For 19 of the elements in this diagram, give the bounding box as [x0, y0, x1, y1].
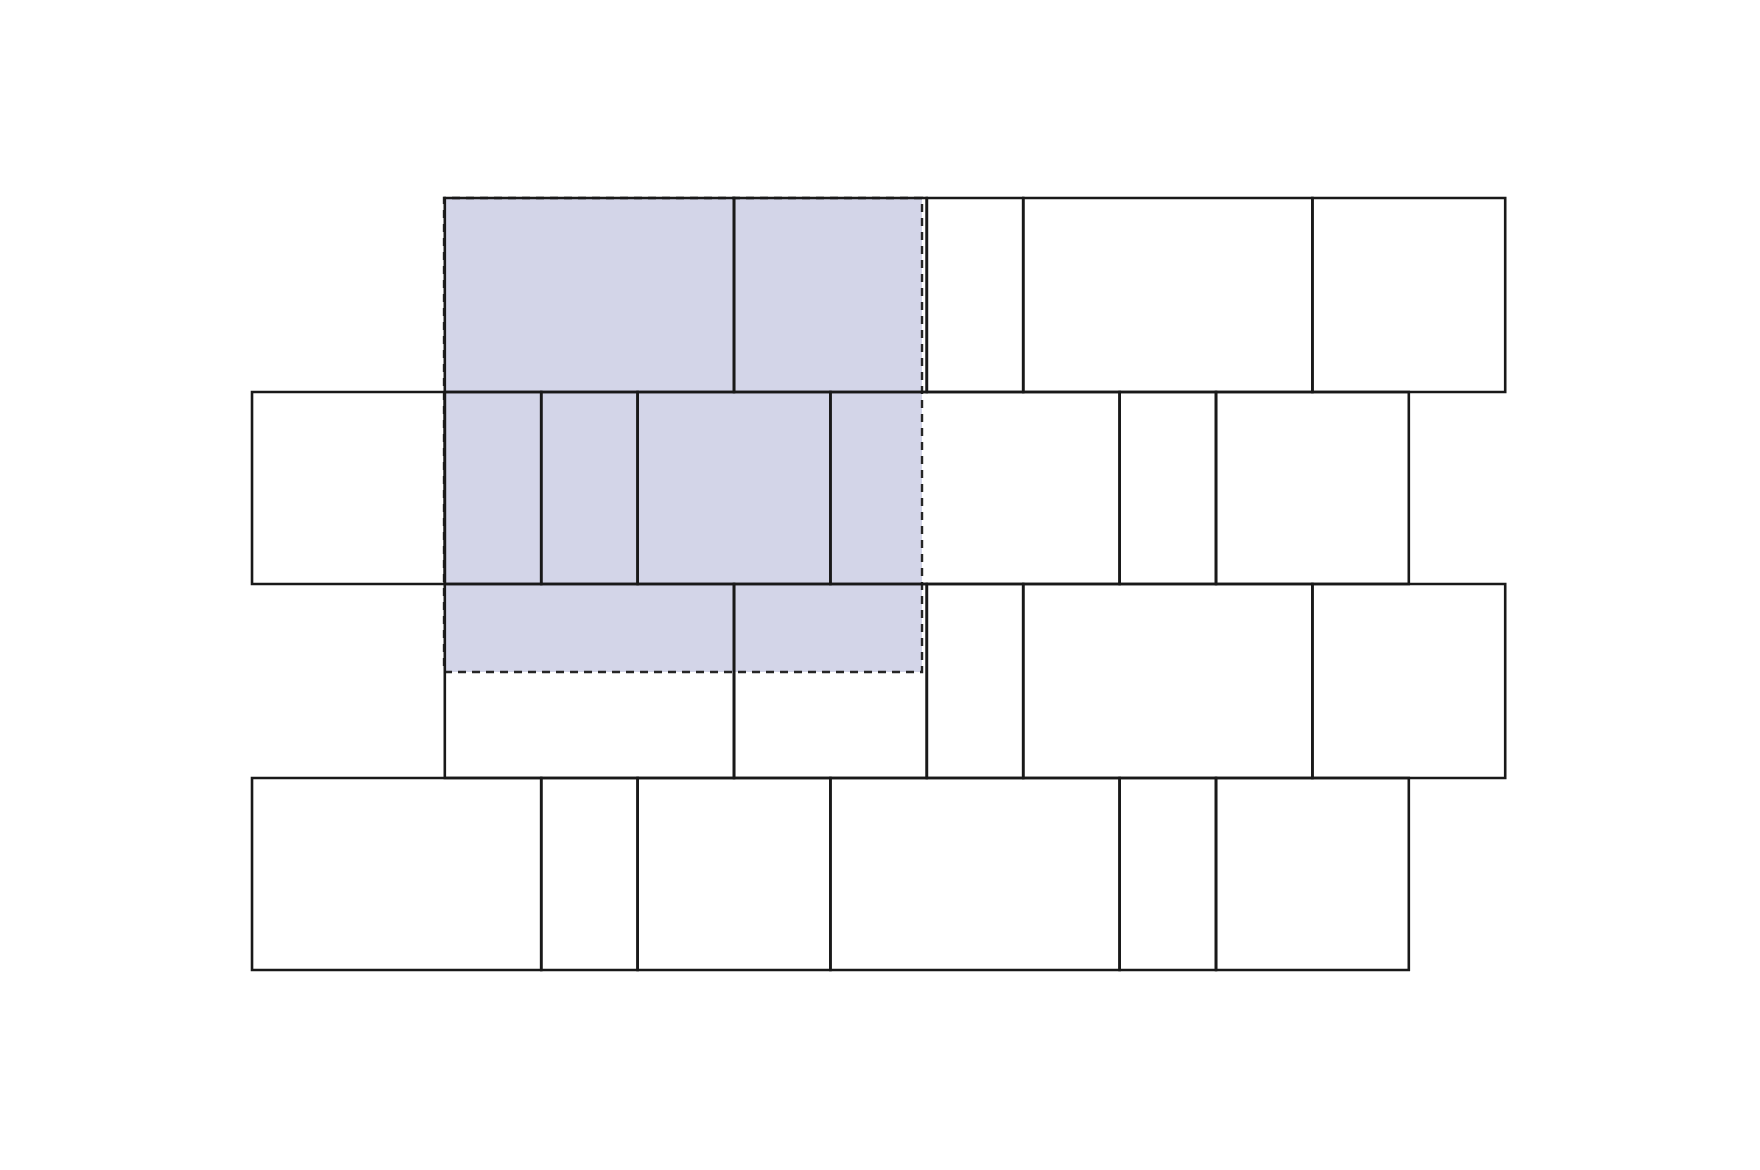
tile — [636, 776, 832, 972]
tile — [1118, 390, 1218, 586]
tile — [732, 582, 929, 780]
tile — [1021, 582, 1314, 780]
tile — [1214, 390, 1411, 586]
tile — [539, 776, 639, 972]
tile — [250, 776, 543, 972]
tile — [925, 196, 1025, 394]
tile — [1118, 776, 1218, 972]
tile — [1214, 776, 1411, 972]
tile — [925, 582, 1025, 780]
shaded-region — [442, 196, 924, 674]
tile — [1311, 582, 1507, 780]
tile — [1021, 196, 1314, 394]
tile — [829, 390, 1121, 586]
tile — [829, 776, 1121, 972]
tile — [443, 582, 736, 780]
tile — [1311, 196, 1507, 394]
tile — [250, 390, 447, 586]
